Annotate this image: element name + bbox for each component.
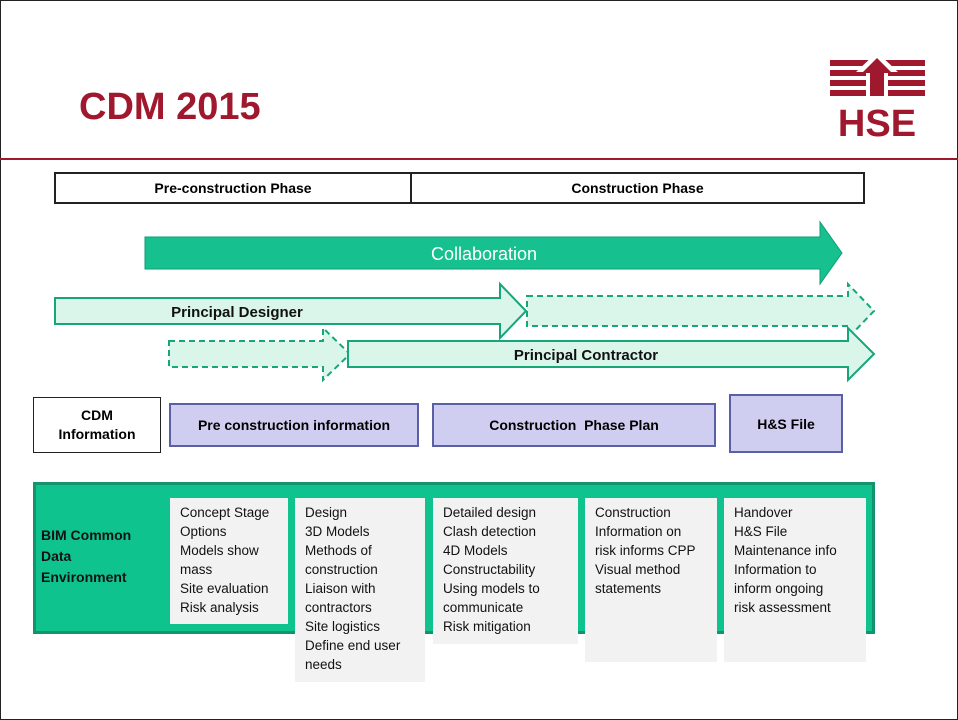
list-item: contractors [305, 600, 372, 615]
cdm-information-label-box: CDM Information [33, 397, 161, 453]
list-item: Information on [595, 524, 682, 539]
list-item: Clash detection [443, 524, 537, 539]
phase-construction: Construction Phase [410, 172, 865, 204]
list-item: Information to [734, 562, 817, 577]
list-item: Design [305, 505, 348, 520]
list-item: Maintenance info [734, 543, 837, 558]
list-item: statements [595, 581, 662, 596]
principal-designer-dashed-arrow [526, 281, 876, 341]
principal-designer-arrow [54, 281, 528, 341]
bim-column-design: Design 3D Models Methods of construction… [295, 498, 425, 682]
bim-cde-label: BIM Common Data Environment [41, 504, 161, 609]
list-item: Using models to [443, 581, 540, 596]
list-item: mass [180, 562, 213, 577]
hs-file-label: H&S File [757, 415, 815, 432]
list-item: Site logistics [305, 619, 381, 634]
list-item: 4D Models [443, 543, 508, 558]
principal-contractor-arrow [347, 325, 876, 383]
list-item: risk informs CPP [595, 543, 696, 558]
preconstruction-info-box: Pre construction information [169, 403, 419, 447]
list-item: Risk analysis [180, 600, 259, 615]
list-item: construction [305, 562, 378, 577]
list-item: Handover [734, 505, 793, 520]
bim-column-construction: Construction Information on risk informs… [585, 498, 717, 662]
hse-logo: HSE [830, 52, 925, 138]
list-item: Detailed design [443, 505, 537, 520]
preconstruction-info-label: Pre construction information [197, 417, 391, 433]
hse-logo-text: HSE [838, 103, 916, 138]
slide-title: CDM 2015 [79, 86, 261, 128]
list-item: Liaison with [305, 581, 376, 596]
title-divider [0, 158, 958, 160]
list-item: inform ongoing [734, 581, 824, 596]
list-item: needs [305, 657, 342, 672]
list-item: Models show [180, 543, 259, 558]
hs-file-box: H&S File [729, 394, 843, 453]
list-item: Options [180, 524, 227, 539]
bim-column-handover: Handover H&S File Maintenance info Infor… [724, 498, 866, 662]
phase-construction-label: Construction Phase [571, 180, 704, 196]
list-item: Define end user [305, 638, 401, 653]
principal-designer-label: Principal Designer [171, 304, 303, 321]
list-item: Construction [595, 505, 671, 520]
principal-contractor-label: Principal Contractor [514, 347, 658, 364]
phase-preconstruction-label: Pre-construction Phase [154, 180, 312, 196]
principal-contractor-dashed-arrow [168, 325, 352, 383]
bim-column-concept: Concept Stage Options Models show mass S… [170, 498, 288, 624]
construction-phase-plan-label: Construction Phase Plan [489, 417, 659, 433]
collaboration-label: Collaboration [431, 244, 537, 264]
list-item: Constructability [443, 562, 536, 577]
list-item: Risk mitigation [443, 619, 531, 634]
phase-preconstruction: Pre-construction Phase [54, 172, 412, 204]
bim-column-detailed-design: Detailed design Clash detection 4D Model… [433, 498, 578, 644]
list-item: H&S File [734, 524, 788, 539]
cdm-information-label: CDM Information [58, 407, 136, 442]
bim-cde-label-text: BIM Common Data Environment [41, 527, 132, 585]
construction-phase-plan-box: Construction Phase Plan [432, 403, 716, 447]
list-item: Concept Stage [180, 505, 270, 520]
list-item: Methods of [305, 543, 372, 558]
list-item: 3D Models [305, 524, 370, 539]
arrows-layer: Collaboration Principal Designer Princip… [54, 220, 876, 383]
list-item: risk assessment [734, 600, 831, 615]
list-item: Site evaluation [180, 581, 269, 596]
list-item: Visual method [595, 562, 681, 577]
collaboration-arrow [144, 220, 843, 286]
list-item: communicate [443, 600, 524, 615]
